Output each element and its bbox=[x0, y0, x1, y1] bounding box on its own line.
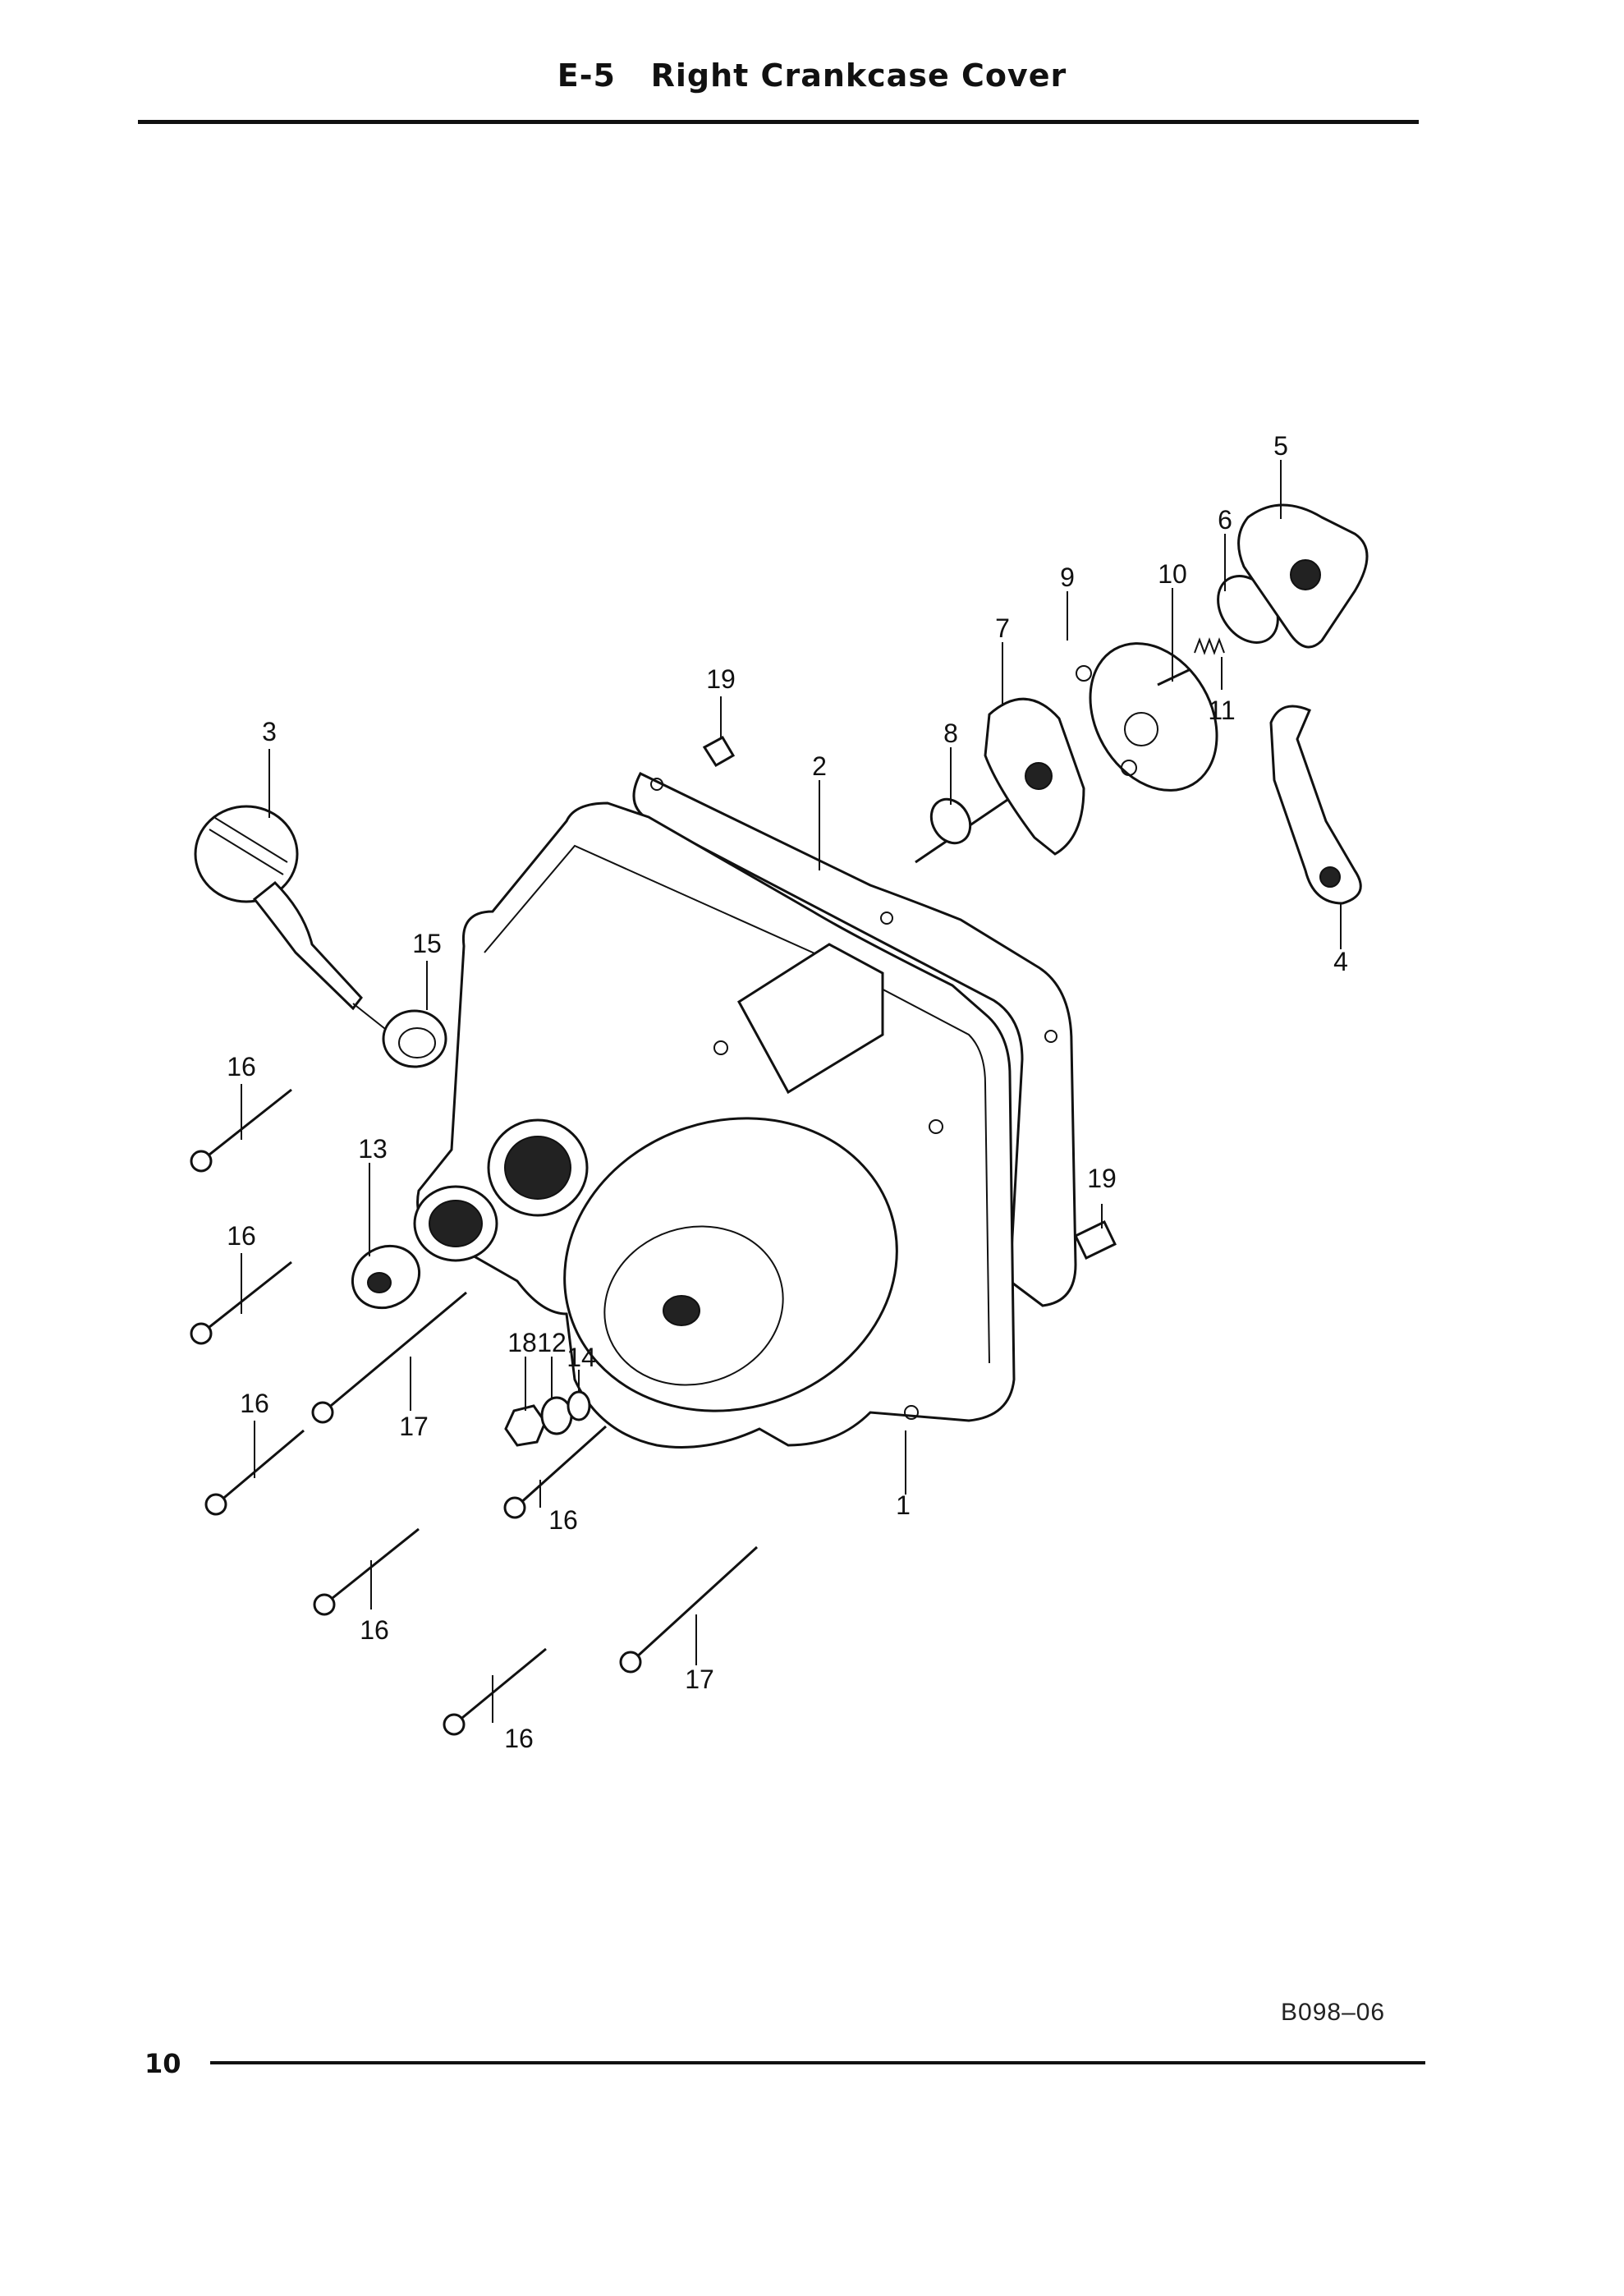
callout-19: 19 bbox=[706, 664, 736, 694]
callout-16: 16 bbox=[548, 1505, 578, 1535]
header-rule bbox=[138, 120, 1419, 124]
callout-2: 2 bbox=[812, 751, 827, 781]
screw-17b bbox=[619, 1545, 759, 1674]
screw-16e bbox=[313, 1527, 420, 1616]
screw-16f bbox=[443, 1647, 547, 1736]
o-ring bbox=[382, 1009, 447, 1068]
callout-7: 7 bbox=[995, 613, 1010, 643]
callout-14: 14 bbox=[567, 1343, 596, 1372]
bolt bbox=[915, 797, 1011, 864]
callout-10: 10 bbox=[1158, 559, 1187, 589]
dowel-pin-b bbox=[1074, 1219, 1117, 1261]
plate bbox=[984, 697, 1085, 856]
section-code: E-5 bbox=[557, 57, 616, 94]
dowel-pin-a bbox=[702, 735, 736, 768]
callout-16: 16 bbox=[504, 1724, 534, 1753]
section-title: Right Crankcase Cover bbox=[650, 57, 1067, 94]
crankcase-cover bbox=[413, 801, 1016, 1449]
callout-8: 8 bbox=[943, 719, 958, 748]
nut bbox=[504, 1404, 547, 1447]
footer-rule bbox=[210, 2061, 1425, 2064]
callout-17: 17 bbox=[685, 1665, 714, 1694]
ring bbox=[567, 1390, 591, 1421]
oil-filler-cap bbox=[194, 805, 393, 1035]
callout-labels: 3 15 16 13 16 16 17 18 12 14 16 16 17 16… bbox=[227, 431, 1348, 1753]
screw-17a bbox=[311, 1291, 467, 1424]
collar bbox=[1157, 668, 1191, 687]
callout-12: 12 bbox=[537, 1328, 567, 1357]
screw-16a bbox=[190, 1088, 292, 1173]
plate-disc bbox=[1076, 642, 1218, 792]
washer bbox=[540, 1396, 573, 1435]
oil-seal bbox=[351, 1244, 421, 1310]
callout-19: 19 bbox=[1087, 1164, 1117, 1193]
arm bbox=[1269, 705, 1362, 905]
callout-18: 18 bbox=[507, 1328, 537, 1357]
callout-16: 16 bbox=[227, 1221, 256, 1251]
spring bbox=[1194, 637, 1225, 655]
callout-5: 5 bbox=[1273, 431, 1288, 461]
callout-3: 3 bbox=[262, 717, 277, 746]
reference-code: B098–06 bbox=[1281, 1999, 1386, 2026]
callout-13: 13 bbox=[358, 1134, 388, 1164]
callout-6: 6 bbox=[1218, 505, 1232, 535]
callout-11: 11 bbox=[1208, 696, 1235, 725]
callout-15: 15 bbox=[412, 929, 442, 958]
screw-16b bbox=[190, 1261, 292, 1345]
screw-16d bbox=[503, 1425, 608, 1519]
callout-9: 9 bbox=[1060, 563, 1075, 592]
page-title: E-5 Right Crankcase Cover bbox=[0, 57, 1624, 94]
page-number: 10 bbox=[145, 2048, 181, 2079]
cam bbox=[1237, 503, 1369, 649]
callout-16: 16 bbox=[227, 1052, 256, 1081]
screw-16c bbox=[204, 1429, 305, 1516]
callout-17: 17 bbox=[399, 1412, 429, 1441]
callout-16: 16 bbox=[240, 1389, 269, 1418]
callout-1: 1 bbox=[896, 1490, 911, 1520]
leader-lines bbox=[241, 460, 1342, 1723]
callout-4: 4 bbox=[1333, 947, 1348, 976]
callout-16: 16 bbox=[360, 1615, 389, 1645]
